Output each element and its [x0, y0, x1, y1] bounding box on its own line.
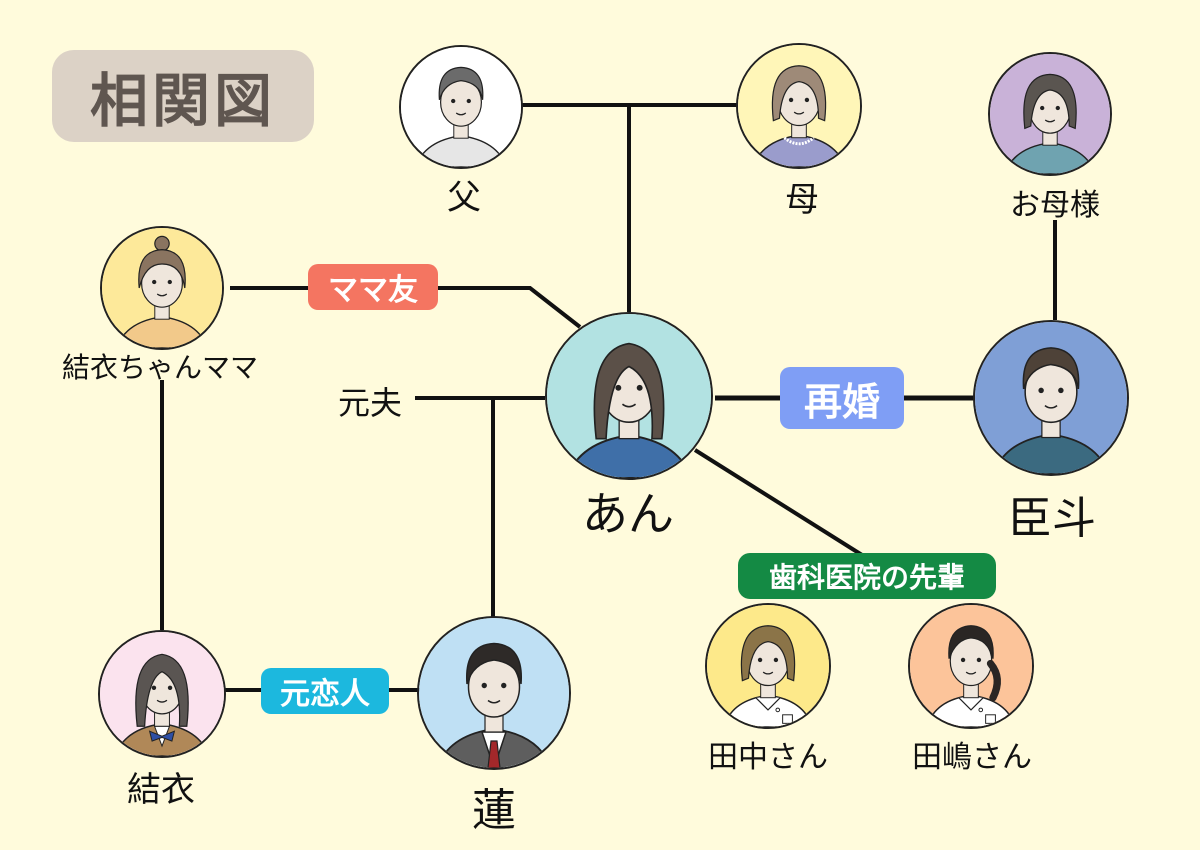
avatar-ren	[417, 616, 571, 770]
avatar-mother	[736, 43, 862, 169]
title-badge: 相関図	[52, 50, 314, 142]
name-tanaka: 田中さん	[708, 740, 828, 775]
name-motootto: 元夫	[337, 384, 403, 422]
name-father: 父	[447, 178, 481, 218]
person-illustration	[910, 605, 1032, 727]
name-an: あん	[582, 487, 674, 541]
avatar-tanaka	[705, 603, 831, 729]
person-illustration	[707, 605, 829, 727]
avatar-an	[545, 312, 713, 480]
person-illustration	[419, 618, 569, 768]
name-mother: 母	[785, 180, 819, 220]
name-yui-mama: 結衣ちゃんママ	[61, 351, 259, 384]
person-illustration	[100, 632, 224, 756]
avatar-yui	[98, 630, 226, 758]
name-ren: 蓮	[472, 785, 516, 836]
name-tajima: 田嶋さん	[912, 740, 1032, 775]
person-illustration	[102, 228, 222, 348]
relation-moto-koibito: 元恋人	[261, 668, 389, 714]
name-omito: 臣斗	[1008, 493, 1096, 544]
avatar-father	[399, 45, 523, 169]
page-title: 相関図	[89, 67, 276, 135]
relation-saikon: 再婚	[780, 367, 904, 429]
person-illustration	[738, 45, 860, 167]
name-yui: 結衣	[127, 770, 195, 810]
person-illustration	[401, 47, 521, 167]
person-illustration	[990, 54, 1110, 174]
person-illustration	[975, 322, 1127, 474]
avatar-tajima	[908, 603, 1034, 729]
line-an-senpai	[693, 448, 864, 557]
avatar-omito	[973, 320, 1129, 476]
relation-shika-senpai: 歯科医院の先輩	[738, 553, 996, 599]
person-illustration	[547, 314, 711, 478]
avatar-yui-mama	[100, 226, 224, 350]
name-okaasama: お母様	[1010, 188, 1100, 223]
relation-mama-tomo: ママ友	[308, 264, 438, 310]
avatar-okaasama	[988, 52, 1112, 176]
